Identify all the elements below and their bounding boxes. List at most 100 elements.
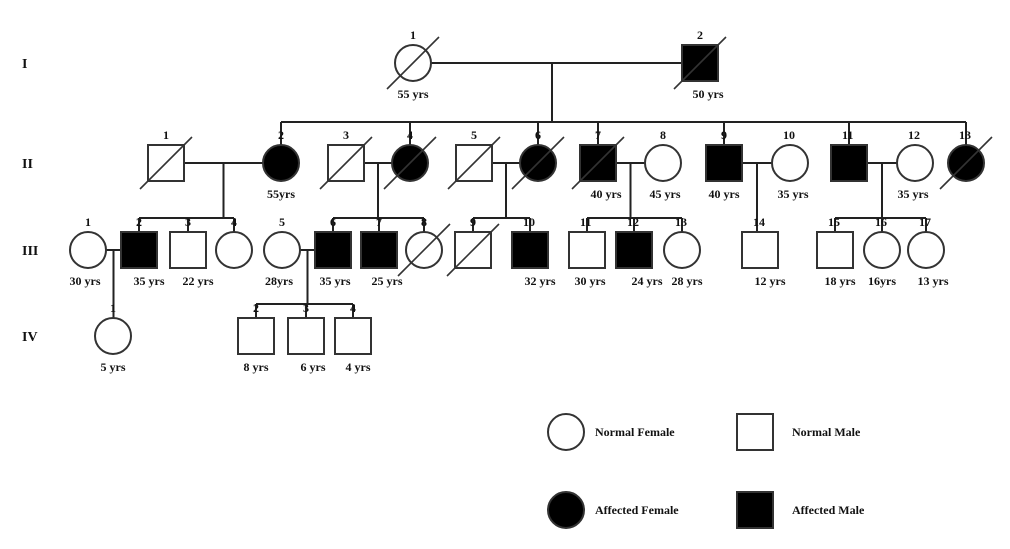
legend-male-symbol[interactable]	[736, 413, 774, 451]
individual-number: 7	[376, 215, 382, 229]
individual-ii-13[interactable]: 13	[939, 128, 993, 190]
male-symbol[interactable]	[314, 231, 352, 269]
individual-iv-2[interactable]: 28 yrs	[237, 301, 275, 374]
individual-number: 11	[842, 128, 853, 142]
female-symbol[interactable]	[263, 231, 301, 269]
female-symbol[interactable]	[896, 144, 934, 182]
deceased-slash	[447, 136, 501, 190]
male-symbol[interactable]	[169, 231, 207, 269]
individual-ii-3[interactable]: 3	[319, 128, 373, 190]
individual-ii-2[interactable]: 2 55yrs	[262, 128, 300, 201]
age-label: 55yrs	[267, 187, 295, 201]
individual-iii-4[interactable]: 4	[215, 215, 253, 269]
age-label: 16yrs	[868, 274, 896, 288]
individual-number: 2	[278, 128, 284, 142]
deceased-slash	[319, 136, 373, 190]
male-symbol[interactable]	[741, 231, 779, 269]
individual-ii-9[interactable]: 940 yrs	[705, 128, 743, 201]
age-label: 55 yrs	[398, 87, 429, 101]
individual-iv-1[interactable]: 15 yrs	[94, 301, 132, 374]
male-symbol[interactable]	[816, 231, 854, 269]
legend-label: Normal Female	[595, 425, 675, 439]
legend-female-symbol[interactable]	[547, 413, 585, 451]
legend-label: Normal Male	[792, 425, 861, 439]
male-symbol[interactable]	[287, 317, 325, 355]
individual-ii-11[interactable]: 11	[830, 128, 868, 182]
male-symbol[interactable]	[830, 144, 868, 182]
individual-iii-2[interactable]: 235 yrs	[120, 215, 165, 288]
individual-number: 8	[660, 128, 666, 142]
legend-female-symbol[interactable]	[547, 491, 585, 529]
individual-i-1[interactable]: 155 yrs	[386, 28, 440, 101]
individual-ii-5[interactable]: 5	[447, 128, 501, 190]
individual-iv-4[interactable]: 44 yrs	[334, 301, 372, 374]
age-label: 50 yrs	[693, 87, 724, 101]
individual-number: 12	[908, 128, 920, 142]
generation-label: I	[22, 57, 27, 72]
age-label: 40 yrs	[709, 187, 740, 201]
male-symbol[interactable]	[511, 231, 549, 269]
age-label: 45 yrs	[650, 187, 681, 201]
individual-number: 13	[675, 215, 687, 229]
male-symbol[interactable]	[615, 231, 653, 269]
male-symbol[interactable]	[120, 231, 158, 269]
female-symbol[interactable]	[262, 144, 300, 182]
male-symbol[interactable]	[568, 231, 606, 269]
individual-iii-9[interactable]: 9	[446, 215, 500, 277]
individual-number: 12	[627, 215, 639, 229]
age-label: 30 yrs	[575, 274, 606, 288]
individual-iii-6[interactable]: 635 yrs	[314, 215, 352, 288]
male-symbol[interactable]	[334, 317, 372, 355]
individual-iii-7[interactable]: 725 yrs	[360, 215, 403, 288]
individual-ii-6[interactable]: 6	[511, 128, 565, 190]
legend-male-symbol[interactable]	[736, 491, 774, 529]
male-symbol[interactable]	[237, 317, 275, 355]
female-symbol[interactable]	[69, 231, 107, 269]
male-symbol[interactable]	[360, 231, 398, 269]
individual-number: 7	[595, 128, 601, 142]
female-symbol[interactable]	[94, 317, 132, 355]
individual-iii-8[interactable]: 8	[397, 215, 451, 277]
deceased-slash	[386, 36, 440, 90]
generation-label: III	[22, 244, 38, 259]
female-symbol[interactable]	[907, 231, 945, 269]
female-symbol[interactable]	[215, 231, 253, 269]
individual-iv-3[interactable]: 36 yrs	[287, 301, 326, 374]
individual-ii-4[interactable]: 4	[383, 128, 437, 190]
individual-i-2[interactable]: 250 yrs	[673, 28, 727, 101]
individual-ii-7[interactable]: 740 yrs	[571, 128, 625, 201]
individual-number: 3	[185, 215, 191, 229]
individual-iii-15[interactable]: 15 18 yrs	[816, 215, 856, 288]
individual-number: 2	[253, 301, 259, 315]
legend-item-normal-male: Normal Male	[736, 413, 861, 451]
individual-iii-3[interactable]: 322 yrs	[169, 215, 214, 288]
individual-number: 5	[471, 128, 477, 142]
female-symbol[interactable]	[771, 144, 809, 182]
legend-label: Affected Male	[792, 503, 865, 517]
age-label: 13 yrs	[918, 274, 949, 288]
individual-number: 6	[330, 215, 336, 229]
female-symbol[interactable]	[863, 231, 901, 269]
individual-number: 1	[163, 128, 169, 142]
individual-ii-8[interactable]: 8 45 yrs	[644, 128, 682, 201]
individual-number: 3	[343, 128, 349, 142]
individual-number: 1	[85, 215, 91, 229]
female-symbol[interactable]	[663, 231, 701, 269]
male-symbol[interactable]	[705, 144, 743, 182]
individual-number: 15	[828, 215, 840, 229]
individual-ii-1[interactable]: 1	[139, 128, 193, 190]
individual-iii-1[interactable]: 130 yrs	[69, 215, 107, 288]
female-symbol[interactable]	[644, 144, 682, 182]
individual-number: 4	[231, 215, 237, 229]
age-label: 18 yrs	[825, 274, 856, 288]
